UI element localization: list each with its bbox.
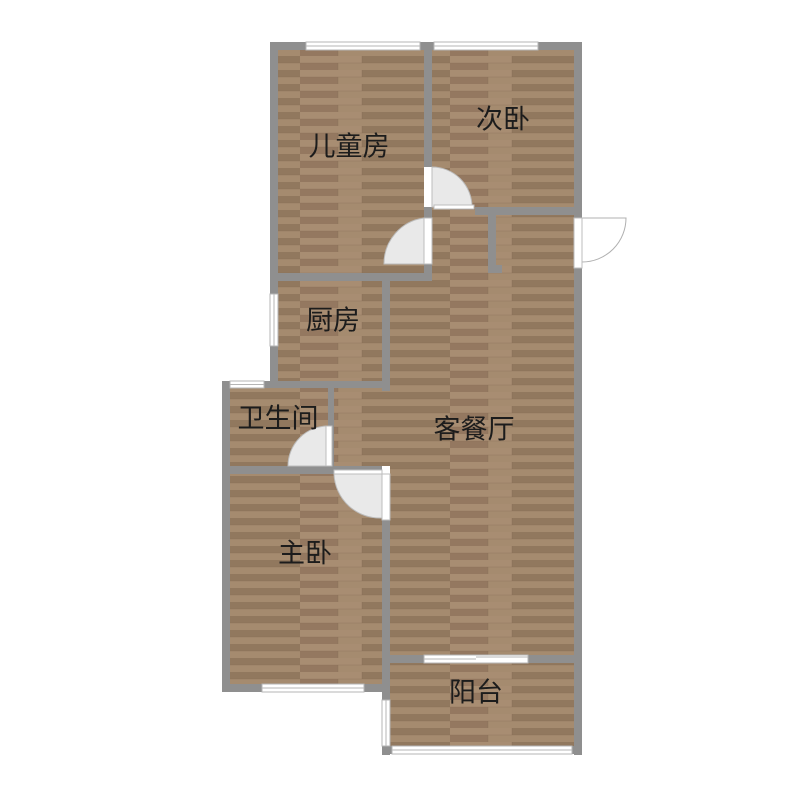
- floor-balcony: [390, 662, 574, 746]
- floor-living-dining: [390, 277, 574, 655]
- label-living-dining: 客餐厅: [434, 415, 515, 446]
- window-balcony-bottom: [391, 745, 573, 755]
- door-bathroom: [287, 425, 333, 467]
- door-children-room: [383, 217, 433, 265]
- label-children-room: 儿童房: [309, 132, 390, 163]
- window-second-bedroom-top: [433, 41, 539, 51]
- windows: [229, 41, 573, 755]
- sliding-door-balcony: [423, 654, 529, 664]
- door-second-bedroom: [431, 166, 475, 210]
- label-bathroom: 卫生间: [238, 404, 319, 435]
- window-children-top: [305, 41, 421, 51]
- label-second-bedroom: 次卧: [476, 105, 530, 136]
- floor-hall-upper: [432, 207, 574, 277]
- floor-corridor: [330, 388, 390, 466]
- window-master-bottom: [261, 683, 365, 693]
- doors: [287, 166, 627, 521]
- window-balcony-left: [381, 699, 391, 747]
- door-entrance: [573, 217, 627, 269]
- door-master-bedroom: [333, 469, 391, 521]
- floors: [230, 50, 574, 746]
- room-labels: 儿童房 次卧 厨房 卫生间 客餐厅 主卧 阳台: [238, 105, 531, 709]
- label-balcony: 阳台: [449, 678, 503, 709]
- floor-kitchen: [278, 280, 382, 381]
- label-master-bedroom: 主卧: [278, 539, 332, 570]
- label-kitchen: 厨房: [306, 306, 360, 337]
- window-kitchen-left: [269, 293, 279, 347]
- window-bathroom-top: [229, 380, 265, 389]
